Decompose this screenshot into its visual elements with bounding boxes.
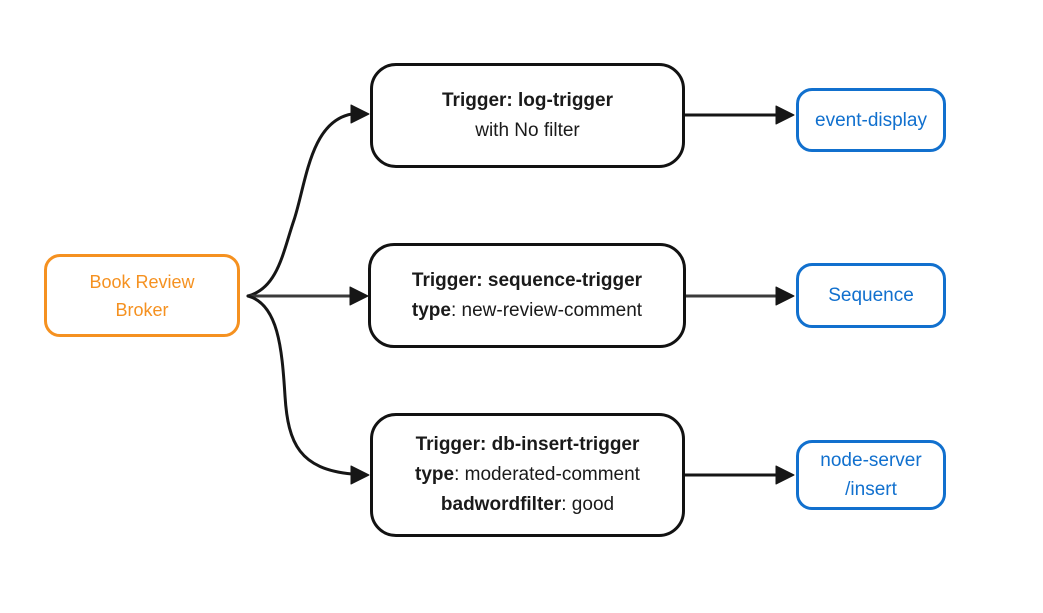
arrowhead xyxy=(350,465,370,485)
broker-label-line: Book Review xyxy=(89,271,195,292)
trigger-title: Trigger: log-trigger xyxy=(442,89,613,111)
trigger-detail: with No filter xyxy=(475,116,580,146)
edge-broker-to-db-insert-trigger xyxy=(246,294,370,485)
sink-node-event-display: event-display xyxy=(796,88,946,152)
edge-sequence-trigger-to-sequence xyxy=(684,286,795,306)
sink-label: node-server xyxy=(820,450,922,471)
edge-log-trigger-to-event-display xyxy=(683,105,795,125)
arrowhead xyxy=(775,105,795,125)
trigger-detail: type: moderated-comment xyxy=(415,460,640,490)
sink-label: /insert xyxy=(845,479,897,500)
trigger-title: Trigger: db-insert-trigger xyxy=(415,434,640,455)
edge-db-insert-trigger-to-node-server xyxy=(683,465,795,485)
arrowhead xyxy=(349,286,369,306)
edge-broker-to-log-trigger xyxy=(246,104,370,298)
arrowhead xyxy=(775,286,795,306)
trigger-node-sequence-trigger: Trigger: sequence-trigger type: new-revi… xyxy=(368,243,686,348)
trigger-detail-value: : new-review-comment xyxy=(450,299,643,321)
sink-node-node-server-insert: node-server /insert xyxy=(796,440,946,510)
trigger-node-log-trigger: Trigger: log-trigger with No filter xyxy=(370,63,685,168)
trigger-detail-key: type xyxy=(415,464,455,485)
arrowhead xyxy=(775,465,795,485)
trigger-detail: badwordfilter: good xyxy=(441,490,614,520)
edge-broker-to-sequence-trigger xyxy=(246,286,369,306)
sink-label: event-display xyxy=(815,109,927,131)
broker-node: Book Review Broker xyxy=(44,254,240,337)
sink-label: Sequence xyxy=(828,285,914,306)
trigger-title: Trigger: sequence-trigger xyxy=(411,269,643,291)
trigger-detail-key: type xyxy=(411,299,451,321)
broker-label-line: Broker xyxy=(115,299,169,320)
trigger-detail-value: : moderated-comment xyxy=(454,464,640,485)
trigger-detail-value: : good xyxy=(561,494,615,515)
trigger-detail-key: badwordfilter xyxy=(440,494,562,515)
arrowhead xyxy=(350,104,370,124)
trigger-detail-value: with No filter xyxy=(475,119,580,141)
sink-node-sequence: Sequence xyxy=(796,263,946,328)
trigger-detail: type: new-review-comment xyxy=(412,296,642,326)
trigger-node-db-insert-trigger: Trigger: db-insert-trigger type: moderat… xyxy=(370,413,685,537)
